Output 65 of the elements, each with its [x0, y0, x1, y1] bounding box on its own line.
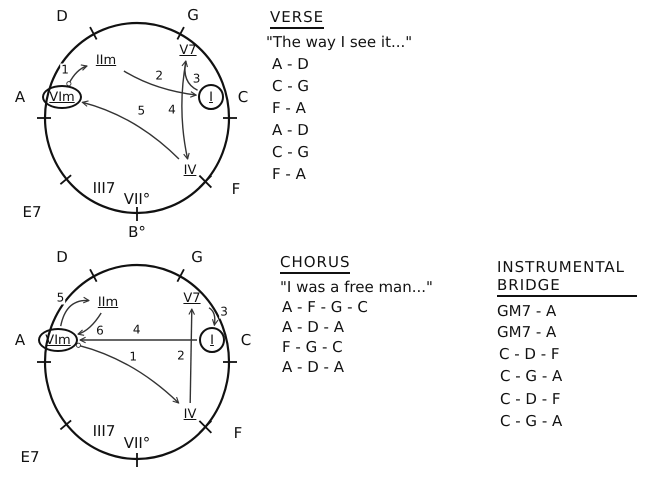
section-heading: VERSE	[270, 8, 324, 29]
chord-name: D	[56, 248, 68, 266]
arrow	[208, 307, 218, 326]
arrow	[79, 336, 197, 344]
arrow	[60, 297, 90, 326]
chord-name: C	[238, 88, 248, 106]
chord-name: B°	[128, 223, 146, 241]
edge-label: 4	[132, 324, 142, 336]
chord-progression: GM7 - A	[497, 302, 556, 320]
lyric-quote: "The way I see it..."	[266, 33, 412, 51]
lyric-quote: "I was a free man..."	[280, 278, 433, 296]
chord-progression: C - D - F	[500, 390, 561, 408]
chord-progression: C - G - A	[500, 367, 562, 385]
chord-progression: F - A	[272, 165, 306, 183]
chord-progression: F - G - C	[282, 338, 343, 356]
chord-numeral: V7	[173, 41, 203, 59]
chord-progression: C - G - A	[500, 412, 562, 430]
chord-progression: GM7 - A	[497, 323, 556, 341]
chord-progression: A - D - A	[282, 358, 344, 376]
chord-progression: C - G	[272, 143, 310, 161]
arrow	[124, 70, 197, 98]
chord-progression: F - A	[272, 99, 306, 117]
chord-name: E7	[22, 203, 42, 221]
roman-numeral: III7	[92, 179, 116, 197]
arrow	[181, 60, 190, 160]
arrow	[82, 100, 180, 160]
arrow	[76, 342, 180, 404]
edge-label: 5	[136, 104, 146, 118]
roman-numeral: III7	[92, 422, 116, 440]
chord-progression: A - F - G - C	[282, 298, 368, 316]
chord-numeral: IV	[177, 161, 203, 179]
chord-numeral: IIm	[91, 293, 125, 311]
chord-name: C	[240, 331, 252, 349]
section-heading: CHORUS	[280, 253, 350, 274]
chord-name: A	[14, 88, 26, 106]
chord-numeral: V7	[177, 289, 207, 307]
arrow	[188, 308, 196, 404]
circled-chord-numeral: I	[199, 327, 225, 353]
edge-label: 3	[219, 306, 229, 319]
roman-numeral: VII°	[124, 434, 150, 452]
section-heading: INSTRUMENTAL BRIDGE	[497, 258, 637, 297]
arrow	[182, 60, 198, 91]
edge-label: 6	[95, 324, 105, 338]
arrow	[77, 312, 102, 336]
edge-label: 5	[56, 292, 66, 304]
circled-chord-numeral: VIm	[42, 85, 82, 109]
chord-name: D	[56, 7, 68, 25]
chord-name: F	[232, 180, 240, 198]
chord-progression: C - D - F	[499, 345, 560, 363]
roman-numeral: VII°	[124, 190, 150, 208]
chord-name: G	[187, 6, 199, 24]
arrow	[66, 64, 88, 86]
edge-label: 1	[128, 350, 138, 364]
chord-name: G	[191, 248, 203, 266]
chord-numeral: IIm	[89, 51, 123, 69]
chord-numeral: IV	[177, 405, 203, 423]
edge-label: 3	[192, 72, 202, 86]
chord-progression: A - D - A	[282, 318, 344, 336]
chord-name: A	[14, 331, 26, 349]
edge-label: 2	[176, 350, 186, 362]
chord-name: E7	[20, 448, 40, 466]
chord-name: F	[234, 424, 242, 442]
chord-progression: C - G	[272, 77, 310, 95]
chord-progression: A - D	[272, 121, 309, 139]
chord-progression: A - D	[272, 55, 309, 73]
